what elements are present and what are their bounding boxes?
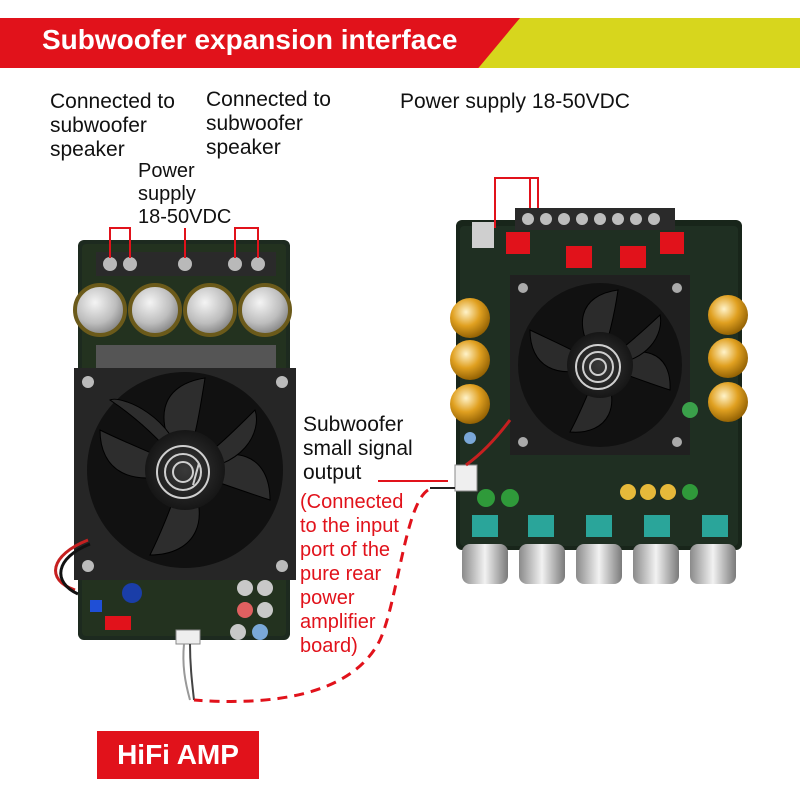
left-callout-lines [109,227,259,258]
label-right-power: Power supply 18-50VDC [400,90,630,113]
right-amplifier-board [450,208,748,584]
left-cooling-fan [87,372,283,568]
header-banner: Subwoofer expansion interface [0,18,800,68]
label-subwoofer-output: Subwoofer small signal output [303,413,413,484]
label-left-speaker-1: Connected to subwoofer speaker [50,90,175,161]
label-left-speaker-2: Connected to subwoofer speaker [206,88,331,159]
note-connection: (Connected to the input port of the pure… [300,491,404,657]
dashed-connection-line [193,488,429,703]
left-capacitors [73,283,292,337]
hifi-amp-badge: HiFi AMP [97,731,259,779]
label-left-power: Power supply 18-50VDC [138,160,232,228]
right-callout-lines [494,177,539,228]
right-capacitors [450,295,748,424]
right-cooling-fan [518,283,682,447]
header-title: Subwoofer expansion interface [42,24,458,55]
left-amplifier-board [54,240,296,645]
header-red-tab [0,18,520,68]
subwoofer-output-connector [454,464,478,492]
right-volume-knobs [462,544,736,584]
